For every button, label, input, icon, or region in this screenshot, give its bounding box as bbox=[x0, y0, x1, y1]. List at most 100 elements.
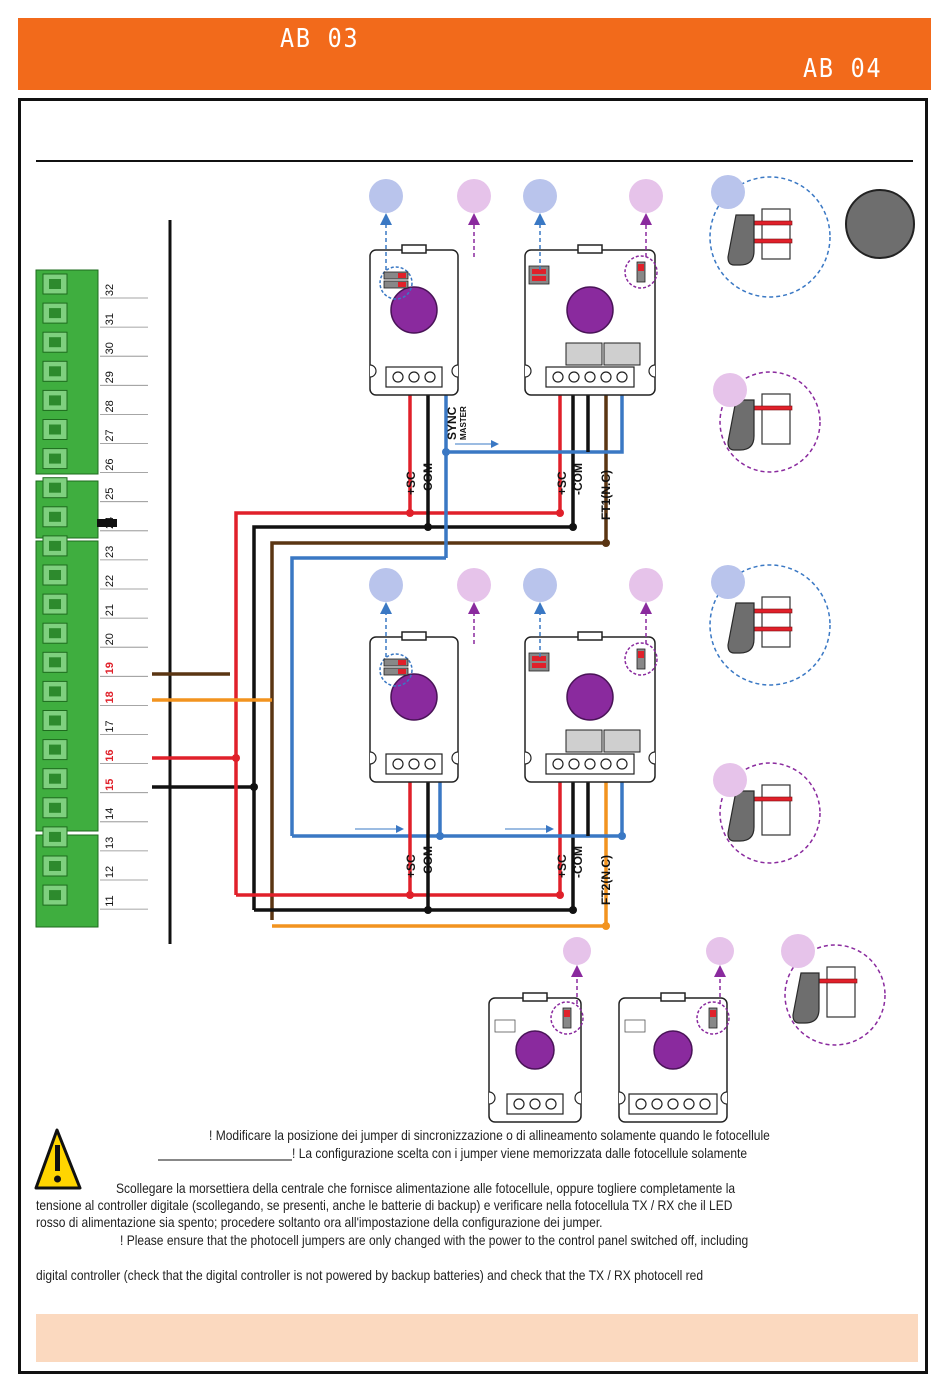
jumper-cap bbox=[532, 276, 546, 281]
note-en-line1: ! Please ensure that the photocell jumpe… bbox=[120, 1232, 749, 1248]
note-it-line1: ! Modificare la posizione dei jumper di … bbox=[209, 1127, 770, 1143]
board-terminal-screw bbox=[568, 371, 580, 383]
jumper-cap bbox=[398, 282, 406, 287]
pin bbox=[816, 978, 858, 984]
jumper-detail-icon bbox=[713, 762, 821, 864]
board-terminal-screw bbox=[392, 371, 404, 383]
terminal-screw bbox=[49, 482, 61, 493]
lens-icon bbox=[390, 673, 438, 721]
board-side-notch bbox=[451, 364, 459, 378]
rx-indicator-icon bbox=[457, 568, 491, 602]
page-code-left: AB 03 bbox=[280, 24, 360, 54]
pin bbox=[751, 405, 793, 411]
sync-arrows bbox=[355, 440, 554, 833]
junctions bbox=[232, 448, 626, 930]
board-notch bbox=[660, 992, 686, 1002]
jumper-pins bbox=[708, 1007, 718, 1029]
board-side-notch bbox=[369, 364, 377, 378]
pin bbox=[751, 796, 793, 802]
content-frame bbox=[18, 98, 928, 1374]
terminal-screw bbox=[49, 511, 61, 522]
board-terminal-screw bbox=[699, 1098, 711, 1110]
label-sync: SYNC bbox=[445, 406, 459, 440]
header-bar: AB 03 AB 04 bbox=[18, 18, 931, 90]
terminal-label: 14 bbox=[104, 808, 116, 820]
terminal-labels: 3231302928272625242322212019181716151413… bbox=[100, 284, 148, 910]
jumper-cap bbox=[710, 1010, 716, 1017]
terminal-screw bbox=[49, 831, 61, 842]
jumper-details bbox=[709, 175, 886, 1046]
jumper-detail-icon bbox=[709, 175, 831, 298]
terminal-label: 13 bbox=[104, 837, 116, 849]
rx-indicator-icon bbox=[457, 179, 491, 213]
jumper-cap bbox=[564, 1010, 570, 1017]
rx-badge-icon bbox=[713, 763, 747, 797]
terminal-label: 20 bbox=[104, 633, 116, 645]
jumper-cap-icon bbox=[727, 790, 755, 842]
board-terminal-screw bbox=[683, 1098, 695, 1110]
label-ft2: FT2(N.C) bbox=[599, 855, 613, 905]
terminal-label: 29 bbox=[104, 371, 116, 383]
board-terminal-screw bbox=[529, 1098, 541, 1110]
board-notch bbox=[577, 631, 603, 641]
wire-labels: +SC -COM +SC -COM FT1(N.C) SYNC MASTER +… bbox=[404, 406, 613, 905]
lens-icon bbox=[390, 286, 438, 334]
label-sc-upper-tx: +SC bbox=[404, 471, 418, 495]
terminal-screw bbox=[49, 453, 61, 464]
board-terminal-screw bbox=[392, 758, 404, 770]
terminal-screw bbox=[49, 744, 61, 755]
terminal-label: 18 bbox=[104, 691, 116, 703]
rx-indicator-icon bbox=[706, 937, 734, 965]
board-notch bbox=[522, 992, 548, 1002]
board-side-notch bbox=[524, 751, 532, 765]
jumper-cap bbox=[398, 669, 406, 674]
terminal-screw bbox=[49, 657, 61, 668]
jumper-cap-icon bbox=[727, 214, 755, 266]
tx-indicator-icon bbox=[523, 179, 557, 213]
label-com-lower-rx: -COM bbox=[571, 846, 585, 878]
jumper-highlight-rx bbox=[696, 1001, 730, 1035]
board-side-notch bbox=[648, 364, 656, 378]
gray-dot-icon bbox=[845, 189, 915, 259]
terminal-label: 12 bbox=[104, 866, 116, 878]
connector-housing bbox=[761, 596, 791, 648]
board-terminal-screw bbox=[408, 371, 420, 383]
jumper-detail-icon bbox=[713, 371, 821, 473]
tx-indicator-icon bbox=[523, 568, 557, 602]
photocell-board bbox=[618, 992, 730, 1123]
terminal-label: 30 bbox=[104, 342, 116, 354]
jumper-pins bbox=[494, 1019, 516, 1033]
page-code-right: AB 04 bbox=[803, 54, 883, 84]
terminal-screw bbox=[49, 773, 61, 784]
board-terminal-screw bbox=[552, 371, 564, 383]
label-master: MASTER bbox=[459, 406, 468, 440]
jumper-pins bbox=[383, 271, 409, 280]
board-terminal-screw bbox=[424, 371, 436, 383]
jumper-highlight-rx bbox=[550, 1001, 584, 1035]
jumper-cap bbox=[638, 651, 644, 658]
terminal-screw bbox=[49, 628, 61, 639]
jumper-pins bbox=[528, 652, 550, 672]
jumper-cap-icon bbox=[727, 602, 755, 654]
jumper-pins bbox=[528, 265, 550, 285]
rx-indicator-icon bbox=[629, 179, 663, 213]
board-terminal-screw bbox=[513, 1098, 525, 1110]
board-terminal-screw bbox=[616, 371, 628, 383]
tx-indicator-icon bbox=[369, 179, 403, 213]
jumper-detail-icon bbox=[781, 934, 886, 1046]
photocell-board bbox=[369, 631, 459, 783]
rx-indicator-icon bbox=[563, 937, 591, 965]
pin bbox=[751, 608, 793, 614]
board-side-notch bbox=[524, 364, 532, 378]
connector-housing bbox=[761, 393, 791, 445]
footer-bar bbox=[36, 1314, 918, 1362]
terminal-label: 19 bbox=[104, 662, 116, 674]
board-terminal-screw bbox=[584, 758, 596, 770]
board-side-notch bbox=[648, 751, 656, 765]
jumper-cap bbox=[398, 273, 406, 278]
jumper-pins bbox=[383, 667, 409, 676]
board-terminal-screw bbox=[584, 371, 596, 383]
lens-icon bbox=[653, 1030, 693, 1070]
rx-badge-icon bbox=[781, 934, 815, 968]
